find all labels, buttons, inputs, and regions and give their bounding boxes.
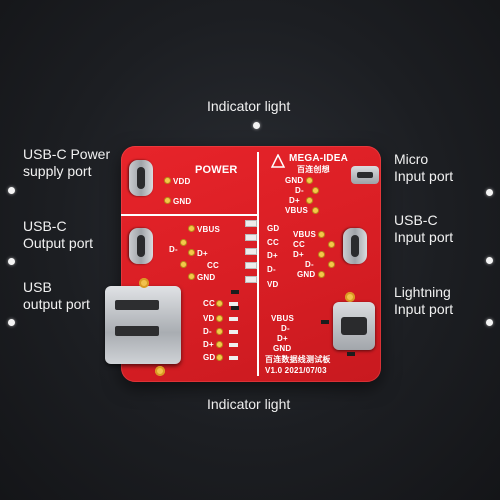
brand-logo-icon <box>271 154 285 168</box>
callout-micro-input: Micro Input port <box>394 151 454 184</box>
callout-usb-output: USB output port <box>23 279 90 312</box>
pin-label: D+ <box>277 334 288 343</box>
brand-name-cn: 百连创想 <box>297 165 330 174</box>
callout-usbc-input: USB-C Input port <box>394 212 454 245</box>
pin-pad <box>319 272 324 277</box>
pin-label: GND <box>197 273 216 282</box>
pin-label: VBUS <box>197 225 221 234</box>
usb-a-output-connector <box>105 286 181 364</box>
indicator-led <box>245 276 257 283</box>
indicator-led <box>245 248 257 255</box>
callout-dot-usbc-output <box>8 258 15 265</box>
resistor <box>229 330 238 334</box>
center-pin-label: CC <box>267 238 279 247</box>
pin-label: GND <box>297 270 316 279</box>
pin-pad <box>189 226 194 231</box>
mounting-pad <box>155 366 165 376</box>
usbc-input-connector <box>343 228 367 264</box>
pin-label: D- <box>203 327 212 336</box>
pin-label: GD <box>203 353 216 362</box>
pin-label: VBUS <box>293 230 317 239</box>
board-model-cn: 百连数据线测试板 <box>265 355 331 364</box>
resistor <box>229 317 238 321</box>
smd-component <box>321 320 329 324</box>
pin-pad <box>181 240 186 245</box>
pin-pad <box>165 198 170 203</box>
resistor <box>229 356 238 360</box>
pin-label: D- <box>295 186 304 195</box>
callout-indicator-light-bottom: Indicator light <box>207 396 291 412</box>
center-pin-label: VD <box>267 280 279 289</box>
pin-pad <box>181 262 186 267</box>
callout-lightning-input: Lightning Input port <box>394 284 454 317</box>
indicator-led <box>245 220 257 227</box>
pin-label: CC <box>207 261 219 270</box>
pin-pad <box>319 252 324 257</box>
pin-pad <box>307 178 312 183</box>
center-pin-label: D+ <box>267 251 278 260</box>
mounting-pad <box>345 292 355 302</box>
pin-pad <box>217 355 222 360</box>
lightning-input-connector <box>333 302 375 350</box>
smd-component <box>347 352 355 356</box>
pin-pad <box>319 232 324 237</box>
pin-label: D- <box>305 260 314 269</box>
pin-label: GND <box>173 197 192 206</box>
callout-usbc-power: USB-C Power supply port <box>23 146 111 179</box>
callout-dot-indicator-top <box>253 122 260 129</box>
center-pin-label: GD <box>267 224 280 233</box>
indicator-led <box>245 234 257 241</box>
pin-pad <box>313 208 318 213</box>
pin-pad <box>189 274 194 279</box>
pin-pad <box>217 316 222 321</box>
pin-label: D+ <box>293 250 304 259</box>
pin-pad <box>217 301 222 306</box>
board-divider-vertical <box>257 152 259 376</box>
pin-label: D- <box>281 324 290 333</box>
callout-indicator-light-top: Indicator light <box>207 98 291 114</box>
pin-label: D- <box>169 245 178 254</box>
callout-dot-usbc-power <box>8 187 15 194</box>
pin-pad <box>329 242 334 247</box>
pin-label: CC <box>293 240 305 249</box>
power-label: POWER <box>195 164 238 176</box>
mounting-pad <box>139 278 149 288</box>
pin-label: VD <box>203 314 215 323</box>
callout-dot-usb-output <box>8 319 15 326</box>
pin-pad <box>189 250 194 255</box>
smd-component <box>231 306 239 310</box>
resistor <box>229 343 238 347</box>
callout-dot-micro-input <box>486 189 493 196</box>
pin-label: VDD <box>173 177 191 186</box>
resistor <box>229 302 238 306</box>
usbc-power-connector <box>129 160 153 196</box>
micro-usb-connector <box>351 166 379 184</box>
pin-label: VBUS <box>285 206 309 215</box>
pin-pad <box>217 342 222 347</box>
pin-label: VBUS <box>271 314 295 323</box>
pin-label: GND <box>273 344 292 353</box>
pin-label: CC <box>203 299 215 308</box>
callout-dot-usbc-input <box>486 257 493 264</box>
indicator-led <box>245 262 257 269</box>
board-version: V1.0 2021/07/03 <box>265 366 327 375</box>
pin-label: GND <box>285 176 304 185</box>
board-divider-horizontal <box>121 214 257 216</box>
pin-pad <box>165 178 170 183</box>
pin-pad <box>307 198 312 203</box>
pin-pad <box>329 262 334 267</box>
pin-label: D+ <box>197 249 208 258</box>
callout-usbc-output: USB-C Output port <box>23 218 94 251</box>
center-pin-label: D- <box>267 265 276 274</box>
pin-label: D+ <box>289 196 300 205</box>
pin-label: D+ <box>203 340 214 349</box>
pin-pad <box>217 329 222 334</box>
usbc-output-connector <box>129 228 153 264</box>
smd-component <box>231 290 239 294</box>
brand-name: MEGA-IDEA <box>289 153 349 164</box>
test-board: POWER MEGA-IDEA 百连创想 VDD GND VBUS D- D+ … <box>105 146 381 382</box>
pin-pad <box>313 188 318 193</box>
callout-dot-lightning-input <box>486 319 493 326</box>
